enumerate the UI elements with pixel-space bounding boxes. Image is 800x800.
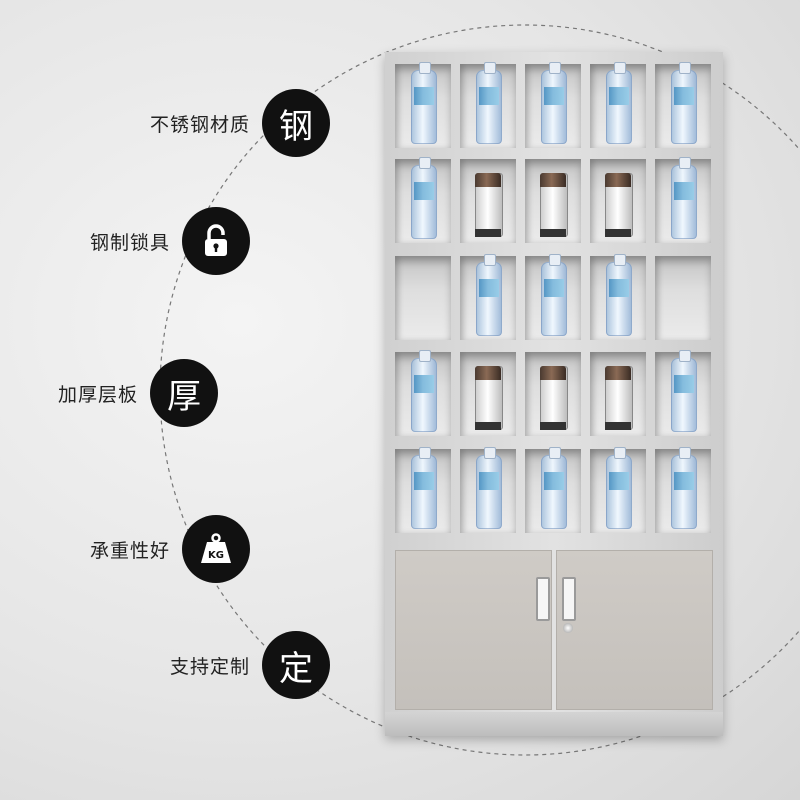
locker-cubby (395, 62, 451, 148)
locker-cubby (655, 256, 711, 340)
thick-character-icon: 厚 (150, 359, 218, 427)
water-bottle (476, 254, 502, 336)
water-bottle (411, 157, 437, 239)
feature-thick-shelf: 加厚层板 厚 (58, 358, 218, 428)
locker-cubby (395, 350, 451, 436)
feature-label: 承重性好 (89, 539, 170, 562)
locker-cubby (655, 447, 711, 533)
locker-cubby (395, 256, 451, 340)
feature-label: 加厚层板 (57, 383, 138, 406)
locker-cubby (590, 62, 646, 148)
locker-cubby (460, 159, 516, 243)
feature-label: 钢制锁具 (89, 231, 170, 254)
custom-character-icon: 定 (262, 631, 330, 699)
left-door (395, 550, 552, 710)
feature-customizable: 支持定制 定 (170, 630, 330, 700)
water-bottle (541, 447, 567, 529)
cabinet-doors (395, 550, 713, 710)
locker-cubby (525, 447, 581, 533)
locker-cubby (655, 350, 711, 436)
water-bottle (606, 447, 632, 529)
water-bottle (541, 62, 567, 144)
locker-cubby (590, 352, 646, 436)
locker-cubby (395, 157, 451, 243)
glass-cup (540, 366, 568, 430)
left-door-handle (536, 577, 550, 621)
locker-cubby (590, 447, 646, 533)
weight-icon: KG (182, 515, 250, 583)
locker-cubby (525, 352, 581, 436)
water-bottle (671, 447, 697, 529)
locker-cubby (460, 62, 516, 148)
locker-cubby (655, 62, 711, 148)
locker-cubby (655, 157, 711, 243)
water-bottle (671, 62, 697, 144)
right-door (556, 550, 713, 710)
locker-cubby (460, 447, 516, 533)
water-bottle (411, 350, 437, 432)
feature-steel-material: 不锈钢材质 钢 (150, 88, 330, 158)
locker-cabinet (385, 52, 723, 736)
feature-steel-lock: 钢制锁具 (90, 206, 250, 276)
locker-cubby (460, 254, 516, 340)
glass-cup (540, 173, 568, 237)
right-door-handle (562, 577, 576, 621)
water-bottle (606, 254, 632, 336)
glass-cup (475, 366, 503, 430)
steel-character-icon: 钢 (262, 89, 330, 157)
feature-load-bearing: 承重性好 KG (90, 514, 250, 584)
water-bottle (476, 62, 502, 144)
locker-cubby (460, 352, 516, 436)
cabinet-base (385, 712, 723, 736)
feature-label: 支持定制 (169, 655, 250, 678)
water-bottle (476, 447, 502, 529)
glass-cup (475, 173, 503, 237)
water-bottle (606, 62, 632, 144)
water-bottle (671, 350, 697, 432)
glass-cup (605, 366, 633, 430)
locker-cubby (395, 447, 451, 533)
water-bottle (671, 157, 697, 239)
locker-cubby (525, 159, 581, 243)
locker-cubby (525, 254, 581, 340)
weight-unit-text: KG (208, 550, 224, 561)
locker-cubby (590, 254, 646, 340)
door-lock (563, 623, 573, 633)
feature-label: 不锈钢材质 (149, 113, 250, 136)
locker-cubby (525, 62, 581, 148)
glass-cup (605, 173, 633, 237)
padlock-icon (182, 207, 250, 275)
water-bottle (411, 447, 437, 529)
water-bottle (411, 62, 437, 144)
water-bottle (541, 254, 567, 336)
locker-cubby (590, 159, 646, 243)
